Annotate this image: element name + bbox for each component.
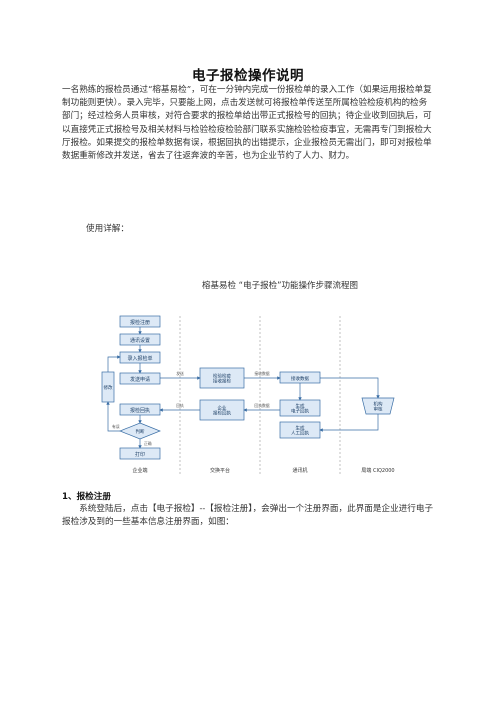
flow-arrow	[107, 355, 121, 372]
edge-label-return-data: 回执数据	[254, 403, 269, 408]
node-manual-return-label: 生成人工回执	[291, 425, 309, 437]
flow-arrow	[319, 414, 379, 432]
lane-label-enterprise: 企业端	[132, 467, 147, 474]
flowchart: 榕基易检 “电子报检”功能操作步骤流程图 报检注册 通讯设置 录入报检单 发送申…	[101, 280, 395, 474]
node-exchange-return-label: 企业报检回执	[213, 405, 231, 417]
lane-label-comm: 通讯机	[292, 467, 307, 474]
node-recv-data-label: 接收数据	[291, 375, 309, 382]
edge-label-return: 回执	[176, 403, 184, 408]
node-judge-label: 判断	[136, 428, 145, 435]
lane-label-exchange: 交换平台	[210, 467, 230, 474]
node-exchange-receive-label: 检验检疫接收报检	[213, 373, 231, 385]
node-receipt-label: 报检回执	[130, 407, 150, 414]
node-review-label: 机构审核	[374, 401, 383, 413]
document-title: 电子报检操作说明	[192, 68, 304, 84]
edge-label-send: 发送	[176, 371, 184, 376]
flowchart-title: 榕基易检 “电子报检”功能操作步骤流程图	[202, 280, 358, 291]
edge-label-err: 有误	[112, 424, 120, 429]
section-heading: 1、报检注册	[62, 492, 111, 502]
flow-arrow	[106, 401, 120, 432]
node-review	[361, 397, 395, 415]
usage-label: 使用详解：	[86, 224, 129, 234]
node-register-label: 报检注册	[130, 319, 150, 326]
section-body: 系统登陆后，点击【电子报检】--【报检注册】，会弹出一个注册界面，此界面是企业进…	[62, 504, 434, 528]
edge-label-recv-data: 接收数据	[254, 371, 269, 376]
node-auto-return-label: 生成电子回执	[291, 403, 309, 415]
node-modify-label: 修改	[104, 384, 113, 391]
node-send-app-label: 发送申请	[130, 376, 150, 383]
edge-label-ok: 正确	[144, 441, 152, 446]
node-check-setup-label: 通讯设置	[130, 337, 150, 344]
flow-arrow	[320, 377, 380, 399]
lane-label-ciq: 局端 CIQ2000	[361, 467, 394, 474]
node-print-label: 打印	[135, 451, 145, 458]
intro-paragraph: 一名熟练的报检员通过“榕基易检”，可在一分钟内完成一份报检单的录入工作（如果运用…	[62, 85, 432, 162]
node-enter-label: 录入报检单	[127, 355, 152, 362]
